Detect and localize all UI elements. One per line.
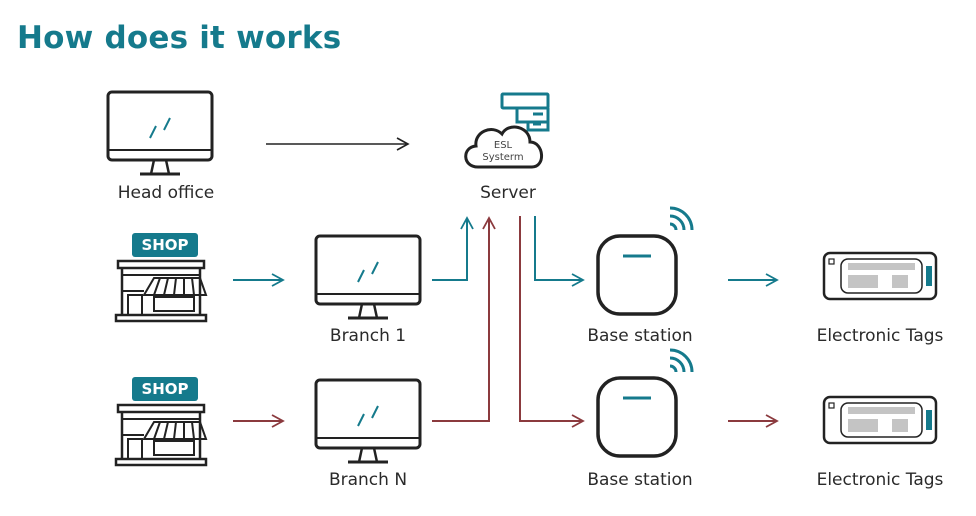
base-station-2-icon: [596, 348, 694, 458]
label-branch-1: Branch 1: [329, 326, 407, 346]
arrow-branch-1-to-server: [432, 216, 474, 281]
cloud-server-icon: ESL Systerm: [464, 92, 550, 169]
label-base-station-1: Base station: [587, 326, 693, 346]
branch-n-monitor-icon: [314, 378, 422, 464]
cloud-text-system: Systerm: [482, 152, 523, 163]
label-server: Server: [480, 183, 536, 203]
arrow-branch-n-to-server: [432, 216, 496, 422]
electronic-tag-2-icon: [822, 395, 938, 445]
label-electronic-tags-2: Electronic Tags: [816, 470, 944, 490]
cloud-text-esl: ESL: [494, 140, 513, 151]
shop-n-badge: SHOP: [141, 380, 188, 398]
electronic-tag-1-icon: [822, 251, 938, 301]
head-office-monitor-icon: [106, 90, 214, 176]
label-electronic-tags-1: Electronic Tags: [816, 326, 944, 346]
label-branch-n: Branch N: [328, 470, 408, 490]
arrow-server-to-base-station-2: [519, 216, 585, 428]
page-title: How does it works: [17, 20, 342, 56]
arrow-server-to-base-station-1: [534, 216, 585, 287]
branch-1-monitor-icon: [314, 234, 422, 320]
base-station-1-icon: [596, 206, 694, 316]
label-head-office: Head office: [117, 183, 215, 203]
shop-1-badge: SHOP: [141, 236, 188, 254]
label-base-station-2: Base station: [587, 470, 693, 490]
